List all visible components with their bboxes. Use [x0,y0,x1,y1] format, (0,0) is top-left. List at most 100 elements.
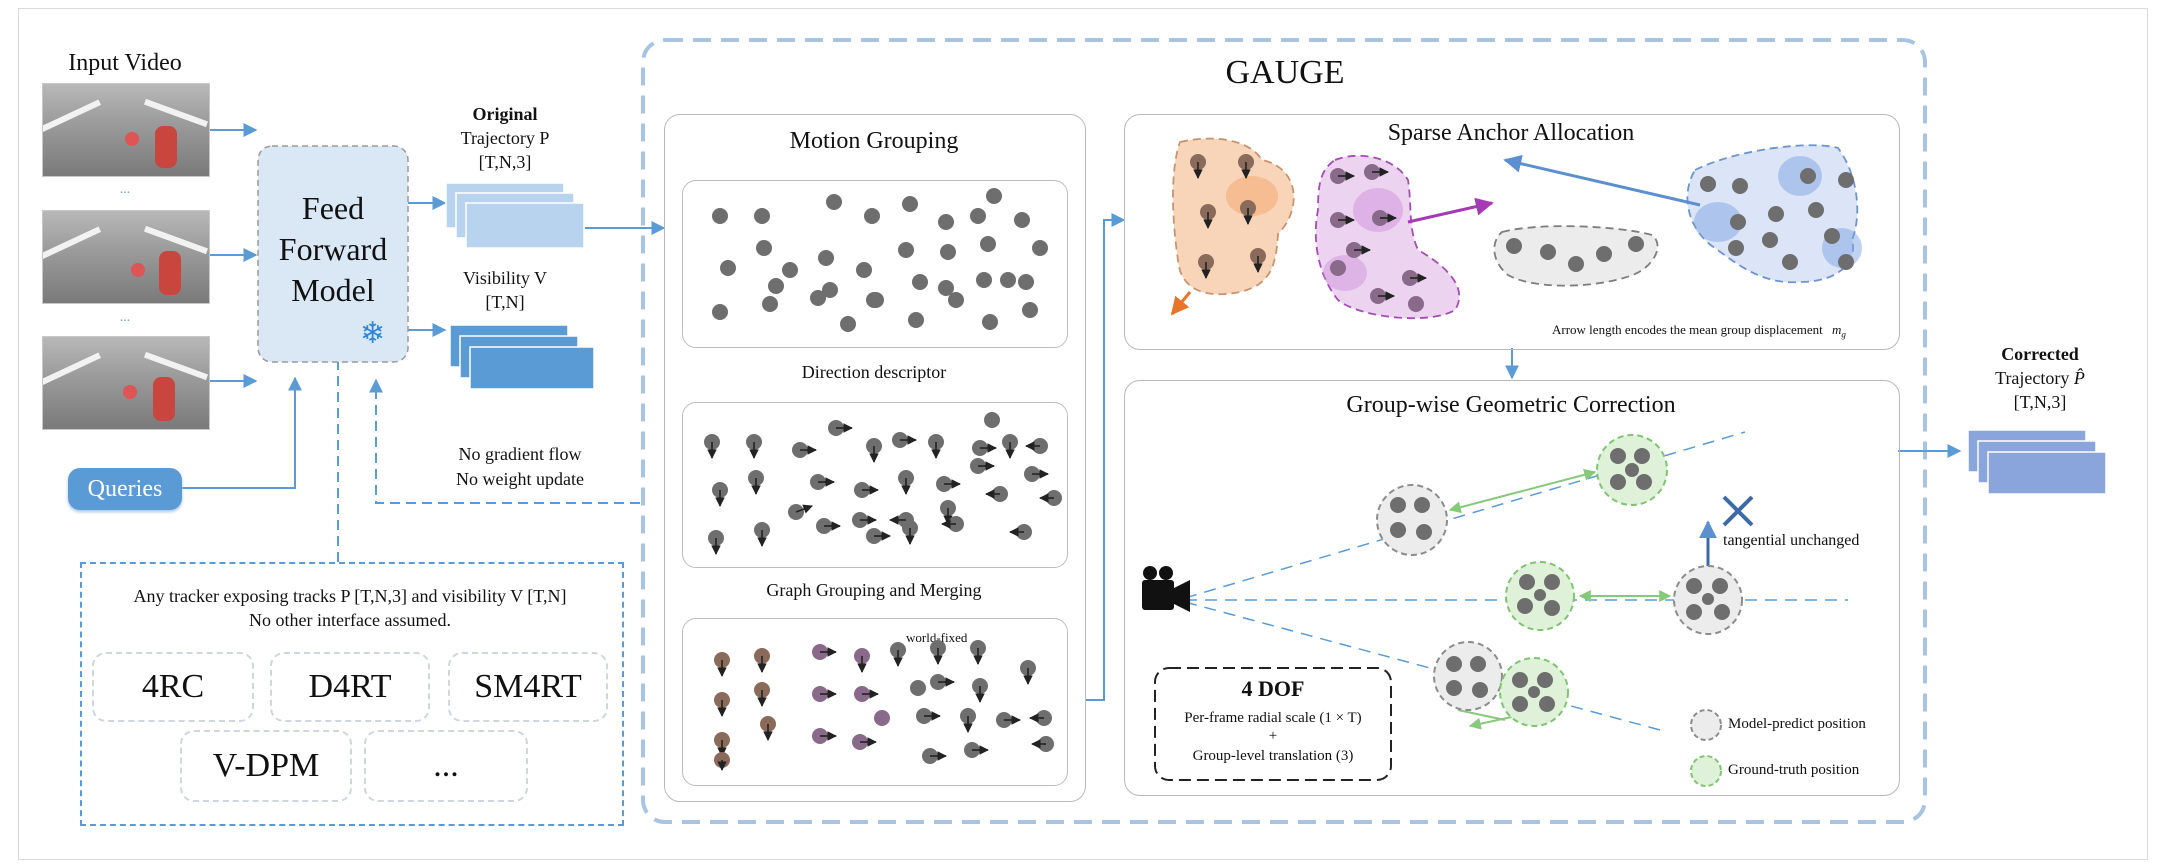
track-point [1018,274,1034,290]
tracker-4rc: 4RC [92,652,254,722]
gauge-boundary [641,38,1927,824]
queries-label: Queries [87,476,163,502]
track-point [756,240,772,256]
legend-gt-swatch [1690,755,1722,787]
dof-box [1154,667,1392,781]
dof-line1: Per-frame radial scale (1 × T) [1184,710,1362,726]
pred-cluster-2 [1673,565,1743,635]
track-point [984,412,1000,428]
dof-plus: + [1268,728,1278,744]
track-point [970,208,986,224]
original-label: Original [472,104,538,124]
model-card [257,145,409,363]
track-point [768,278,784,294]
tangential-label: tangential unchanged [1723,532,1860,549]
trajectory-stack [445,182,585,249]
visibility-label: Visibility V [462,268,548,288]
track-point [1838,172,1854,188]
corrected-trajectory-text: Trajectory [1995,368,2070,388]
legend-gt-label: Ground-truth position [1728,762,1860,778]
track-point [712,208,728,224]
track-point [822,282,838,298]
sparse-anchor-title: Sparse Anchor Allocation [1387,120,1635,146]
track-point [782,262,798,278]
legend-pred-label: Model-predict position [1728,716,1866,732]
figure-border [18,8,2148,860]
motion-grouping-title: Motion Grouping [789,128,959,154]
gt-cluster-3 [1499,657,1569,727]
raw-points-panel [682,180,1068,348]
track-point [982,314,998,330]
tracker-desc-line1: Any tracker exposing tracks P [T,N,3] an… [133,586,567,606]
dof-title: 4 DOF [1241,676,1305,701]
track-point [1824,228,1840,244]
no-weight-label: No weight update [456,469,584,489]
track-point [720,260,736,276]
corrected-symbol: P̂ [2073,368,2085,388]
track-point [1330,260,1346,276]
track-point [1540,244,1556,260]
cross-icon [1722,495,1754,527]
model-title-line3: Model [291,272,375,308]
direction-descriptor-label: Direction descriptor [801,362,947,382]
tracker-box [80,562,624,826]
legend-pred-swatch [1690,709,1722,741]
tracker-desc-line2: No other interface assumed. [249,610,451,630]
graph-grouping-label: Graph Grouping and Merging [766,580,982,600]
track-point [826,194,842,210]
track-point [1014,212,1030,228]
track-point [864,208,880,224]
video-frame-3 [42,336,210,430]
track-point [912,274,928,290]
grouped-points-panel [682,618,1068,786]
caption-symbol: m [1832,322,1842,337]
track-point [868,292,884,308]
track-point [818,250,834,266]
caption-text: Arrow length encodes the mean group disp… [1552,322,1823,337]
track-point [938,280,954,296]
no-gradient-label: No gradient flow [458,444,582,464]
sparse-anchor-caption: Arrow length encodes the mean group disp… [1552,322,1846,340]
track-point [856,262,872,278]
track-point [1628,236,1644,252]
track-point [898,242,914,258]
track-point [1032,240,1048,256]
tracker-d4rt: D4RT [270,652,430,722]
track-point [1782,254,1798,270]
track-point [1838,254,1854,270]
track-point [1732,178,1748,194]
camera-icon [1142,566,1190,612]
visibility-stack [449,324,595,390]
track-point [712,304,728,320]
gt-cluster-2 [1505,561,1575,631]
pred-cluster-3 [1433,641,1503,711]
track-point [1596,246,1612,262]
world-fixed-label: world-fixed [906,630,968,645]
track-point [910,680,926,696]
dof-line2: Group-level translation (3) [1192,748,1354,764]
track-point [1728,240,1744,256]
track-point [1568,256,1584,272]
corrected-trajectory-stack [1967,429,2107,495]
track-point [1800,168,1816,184]
track-point [948,292,964,308]
track-point [1000,272,1016,288]
track-point [1022,302,1038,318]
track-point [1506,238,1522,254]
correction-panel [1124,380,1900,796]
queries-button[interactable] [68,468,182,510]
track-point [1762,232,1778,248]
caption-subscript: g [1841,329,1846,340]
track-point [976,272,992,288]
tracker-sm4rt: SM4RT [448,652,608,722]
track-point [1408,296,1424,312]
snowflake-icon: ❄ [360,316,386,351]
trajectory-label: Trajectory P [460,128,550,148]
corrected-shape: [T,N,3] [2013,392,2067,412]
trajectory-shape: [T,N,3] [478,152,532,172]
video-ellipsis-2: ... [119,310,131,325]
video-frame-2 [42,210,210,304]
track-point [1768,206,1784,222]
